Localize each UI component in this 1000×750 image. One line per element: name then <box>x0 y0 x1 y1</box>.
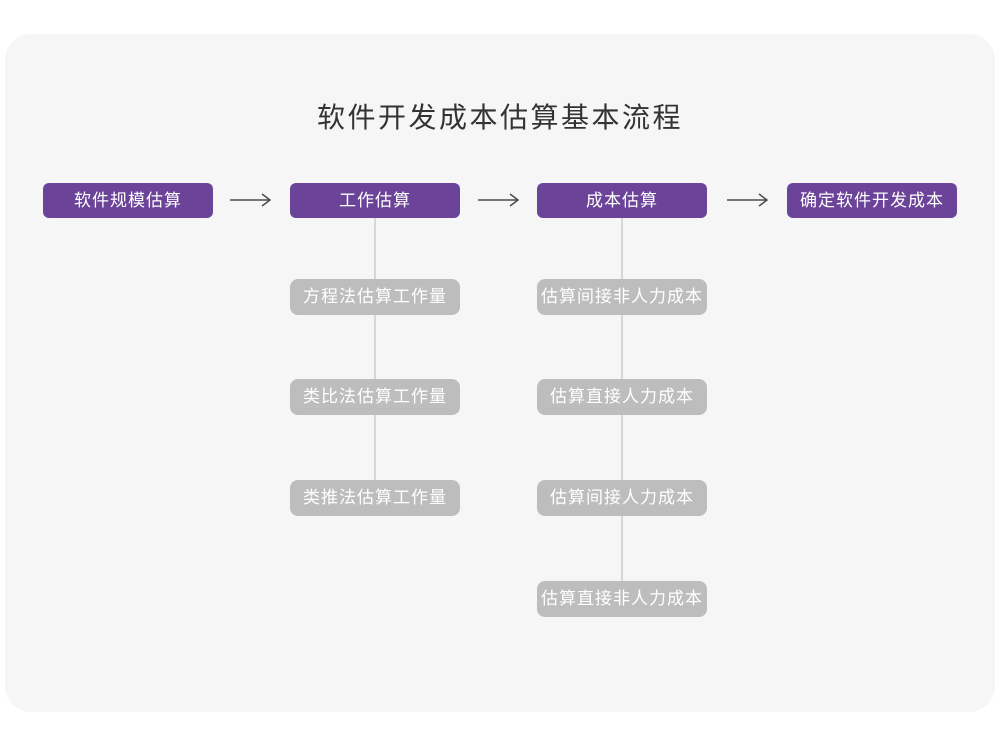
step-box-effort-estimation: 工作估算 <box>290 183 460 218</box>
sub-box-extrapolation-method: 类推法估算工作量 <box>290 480 460 516</box>
sub-box-direct-labor-cost: 估算直接人力成本 <box>537 379 707 415</box>
sub-box-analogy-method: 类比法估算工作量 <box>290 379 460 415</box>
arrow-right-icon <box>477 192 521 208</box>
step-box-size-estimation: 软件规模估算 <box>43 183 213 218</box>
sub-box-indirect-labor-cost: 估算间接人力成本 <box>537 480 707 516</box>
arrow-right-icon <box>229 192 273 208</box>
diagram-title: 软件开发成本估算基本流程 <box>316 102 683 133</box>
flowchart-card <box>5 34 995 712</box>
sub-box-equation-method: 方程法估算工作量 <box>290 279 460 315</box>
sub-box-direct-non-labor-cost: 估算直接非人力成本 <box>537 581 707 617</box>
sub-box-indirect-non-labor-cost: 估算间接非人力成本 <box>537 279 707 315</box>
arrow-right-icon <box>726 192 770 208</box>
connector-line-effort <box>374 218 376 490</box>
step-box-final-cost: 确定软件开发成本 <box>787 183 957 218</box>
step-box-cost-estimation: 成本估算 <box>537 183 707 218</box>
